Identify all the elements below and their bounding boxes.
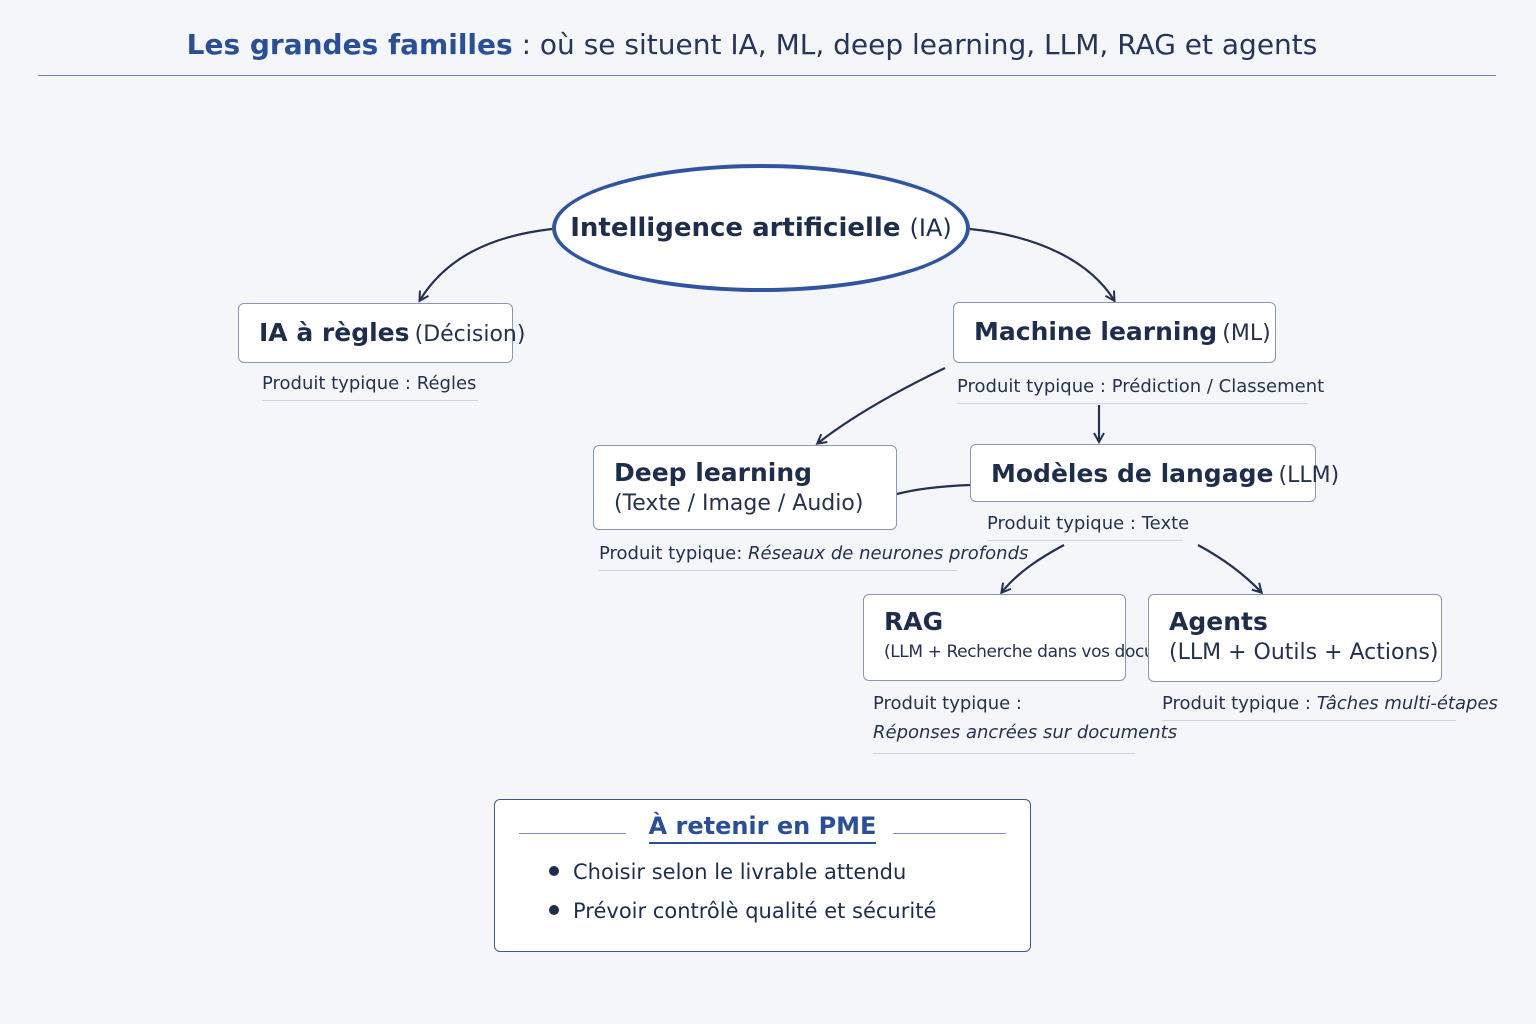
product-llm: Produit typique : Texte bbox=[987, 513, 1189, 541]
node-rag-label: RAG bbox=[884, 607, 944, 636]
takeaway-heading-text: À retenir en PME bbox=[648, 812, 877, 844]
product-rules: Produit typique : Régles bbox=[262, 373, 478, 401]
takeaway-rule-left bbox=[519, 833, 626, 834]
node-llm-label: Modèles de langage bbox=[991, 459, 1274, 488]
node-agents-label: Agents bbox=[1169, 607, 1268, 636]
product-dl-label: Produit typique: bbox=[599, 543, 743, 564]
product-agents-label: Produit typique : bbox=[1162, 693, 1312, 714]
title-accent: Les grandes familles bbox=[186, 28, 513, 61]
node-rules: IA à règles (Décision) bbox=[238, 303, 525, 363]
node-agents-sub: (LLM + Outils + Actions) bbox=[1169, 640, 1439, 665]
takeaway-item: Choisir selon le livrable attendu bbox=[549, 860, 936, 884]
node-rag-sub: (LLM + Recherche dans vos documents) bbox=[884, 642, 1212, 662]
bullet-icon bbox=[549, 866, 559, 876]
takeaway-item: Prévoir contrôlè qualité et sécurité bbox=[549, 899, 936, 923]
edge-dl-llm-link bbox=[896, 483, 971, 496]
node-ml-qualifier: (ML) bbox=[1222, 321, 1271, 346]
takeaway-item-text: Choisir selon le livrable attendu bbox=[573, 860, 907, 884]
bullet-icon bbox=[549, 905, 559, 915]
product-rag-label: Produit typique : bbox=[873, 693, 1023, 714]
product-agents-value: Tâches multi-étapes bbox=[1316, 693, 1498, 714]
node-rules-label: IA à règles bbox=[259, 318, 410, 347]
product-ml: Produit typique : Prédiction / Classemen… bbox=[957, 376, 1324, 404]
node-dl-sub: (Texte / Image / Audio) bbox=[614, 491, 864, 516]
title-rest: : où se situent IA, ML, deep learning, L… bbox=[512, 28, 1318, 61]
takeaway-box: À retenir en PME Choisir selon le livrab… bbox=[494, 799, 1031, 952]
node-ml-label: Machine learning bbox=[974, 317, 1218, 346]
product-llm-label: Produit typique : bbox=[987, 513, 1137, 534]
node-rules-qualifier: (Décision) bbox=[414, 322, 526, 347]
product-ml-label: Produit typique : bbox=[957, 376, 1107, 397]
product-rag: Produit typique : Réponses ancrées sur d… bbox=[873, 689, 1178, 754]
node-ia-label: Intelligence artificielle bbox=[570, 213, 901, 243]
node-rag: RAG (LLM + Recherche dans vos documents) bbox=[863, 594, 1212, 681]
product-dl: Produit typique: Réseaux de neurones pro… bbox=[599, 543, 1028, 571]
node-deep-learning: Deep learning (Texte / Image / Audio) bbox=[593, 445, 897, 530]
takeaway-heading: À retenir en PME bbox=[495, 812, 1030, 844]
page-title: Les grandes familles : où se situent IA,… bbox=[0, 28, 1504, 61]
takeaway-list: Choisir selon le livrable attendu Prévoi… bbox=[549, 860, 936, 938]
node-ia-abbr: (IA) bbox=[909, 214, 952, 242]
product-rules-label: Produit typique : bbox=[262, 373, 412, 394]
node-llm-qualifier: (LLM) bbox=[1278, 463, 1340, 488]
edge-llm-to-agents bbox=[1197, 544, 1261, 592]
edge-ml-to-dl bbox=[818, 367, 946, 443]
node-llm: Modèles de langage (LLM) bbox=[970, 444, 1339, 502]
product-agents: Produit typique : Tâches multi-étapes bbox=[1162, 693, 1498, 721]
edge-ia-to-ml bbox=[969, 227, 1114, 300]
node-agents: Agents (LLM + Outils + Actions) bbox=[1148, 594, 1442, 682]
product-rag-value: Réponses ancrées sur documents bbox=[873, 722, 1178, 743]
title-divider bbox=[38, 75, 1496, 76]
product-ml-value: Prédiction / Classement bbox=[1111, 376, 1325, 397]
takeaway-rule-right bbox=[893, 833, 1006, 834]
product-rules-value: Régles bbox=[416, 373, 477, 394]
product-dl-value: Réseaux de neurones profonds bbox=[748, 543, 1029, 564]
product-llm-value: Texte bbox=[1141, 513, 1190, 534]
node-ml: Machine learning (ML) bbox=[953, 302, 1276, 363]
node-ia-root: Intelligence artificielle (IA) bbox=[552, 164, 970, 292]
takeaway-item-text: Prévoir contrôlè qualité et sécurité bbox=[573, 899, 937, 923]
edge-llm-to-rag bbox=[1002, 544, 1065, 592]
node-dl-label: Deep learning bbox=[614, 458, 813, 487]
edge-ia-to-rules bbox=[420, 227, 553, 300]
